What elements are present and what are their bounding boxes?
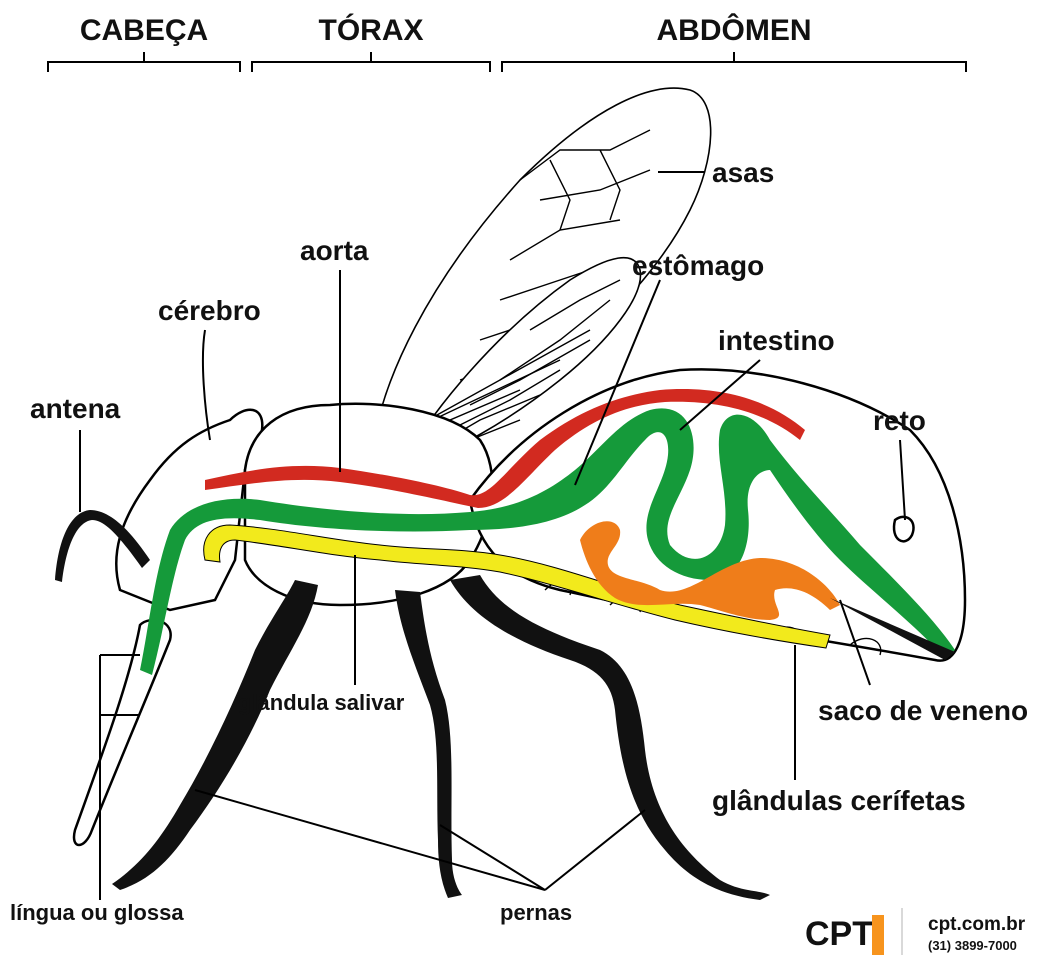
- section-label-abdomen: ABDÔMEN: [657, 13, 812, 47]
- section-label-head: CABEÇA: [80, 14, 208, 47]
- logo-text: CPT: [805, 915, 873, 953]
- label-intestine: intestino: [718, 325, 835, 356]
- middle-leg: [395, 590, 462, 898]
- phone-number: (31) 3899-7000: [928, 938, 1017, 953]
- rectum-loop: [894, 517, 914, 541]
- legs: [112, 575, 770, 900]
- section-label-thorax: TÓRAX: [319, 13, 424, 47]
- abdomen-bracket: [502, 52, 966, 72]
- label-salivary-gland: glândula salivar: [238, 690, 405, 715]
- head-bracket: [48, 52, 240, 72]
- thorax-bracket: [252, 52, 490, 72]
- label-rectum: reto: [873, 405, 926, 436]
- cpt-logo: CPT cpt.com.br (31) 3899-7000: [805, 908, 1026, 955]
- label-stomach: estômago: [632, 250, 764, 281]
- label-legs: pernas: [500, 900, 572, 925]
- section-brackets: [48, 52, 966, 72]
- label-wings: asas: [712, 157, 774, 188]
- logo-accent: [872, 915, 884, 955]
- label-aorta: aorta: [300, 235, 369, 266]
- label-tongue: língua ou glossa: [10, 900, 184, 925]
- leader-brain: [203, 330, 210, 440]
- label-venom-sac: saco de veneno: [818, 695, 1028, 726]
- site-url: cpt.com.br: [928, 914, 1026, 935]
- leader-legs: [195, 790, 645, 890]
- label-antenna: antena: [30, 393, 121, 424]
- label-brain: cérebro: [158, 295, 261, 326]
- label-wax-glands: glândulas cerífetas: [712, 785, 966, 816]
